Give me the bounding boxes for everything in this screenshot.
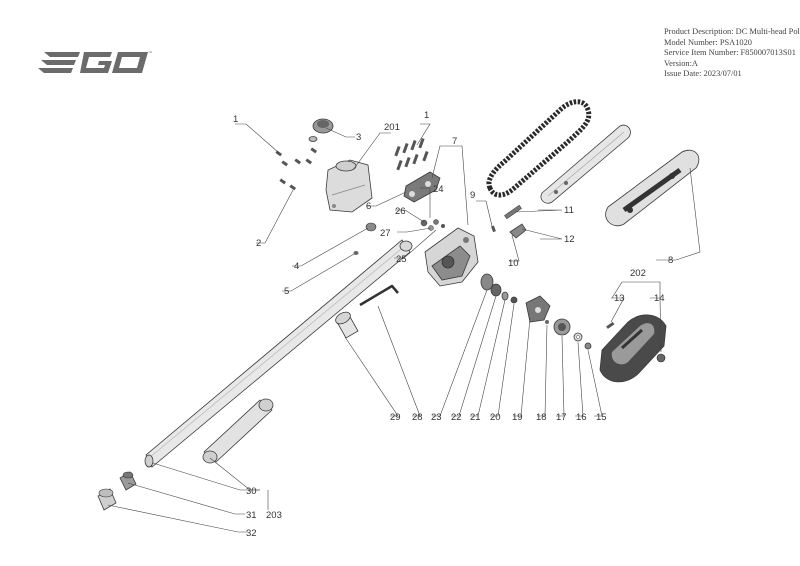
drive-sprocket (545, 318, 571, 336)
callout-5: 5 (284, 286, 289, 297)
callout-1: 1 (233, 114, 238, 125)
callout-19: 19 (512, 412, 523, 423)
callout-14: 14 (654, 293, 665, 304)
callout-18: 18 (536, 412, 547, 423)
guide-bar (540, 124, 631, 204)
side-cover (599, 314, 667, 383)
callout-12: 12 (564, 234, 575, 245)
callout-4: 4 (294, 261, 299, 272)
callout-22: 22 (451, 412, 462, 423)
sprocket-stack (480, 273, 551, 323)
clamp-bracket (403, 171, 441, 203)
callout-31: 31 (246, 510, 257, 521)
cover-fasteners (606, 321, 666, 363)
ego-logo: ™ (38, 50, 152, 73)
saw-chain (486, 99, 592, 198)
callout-30: 30 (246, 486, 257, 497)
callout-13: 13 (614, 293, 625, 304)
callout-labels: 1 1 2 3 4 5 6 7 8 9 10 11 12 13 14 15 16… (233, 110, 673, 539)
oil-cap (308, 118, 334, 142)
callout-27: 27 (380, 228, 391, 239)
gearhead-housing (424, 227, 479, 287)
callout-25: 25 (396, 254, 407, 265)
callout-6: 6 (366, 201, 371, 212)
svg-text:™: ™ (148, 50, 152, 55)
callout-16: 16 (576, 412, 587, 423)
end-cap-small (119, 471, 137, 491)
callout-202: 202 (630, 268, 646, 279)
bar-cover (605, 149, 700, 227)
callout-21: 21 (470, 412, 481, 423)
callout-201: 201 (384, 122, 400, 133)
callout-2: 2 (256, 238, 261, 249)
oil-tank (325, 159, 373, 213)
callout-7: 7 (452, 136, 457, 147)
callout-29: 29 (390, 412, 401, 423)
service-item-number: Service Item Number: F850007013S01 (664, 48, 796, 58)
screws-left (275, 147, 318, 191)
rubber-sleeve (335, 311, 359, 339)
foam-grip (202, 398, 274, 464)
product-description: Product Description: DC Multi-head Pole … (664, 27, 800, 36)
callout-8: 8 (668, 255, 673, 266)
callout-32: 32 (246, 528, 257, 539)
callout-9: 9 (470, 190, 475, 201)
hex-wrench (359, 284, 399, 307)
issue-date: Issue Date: 2023/07/01 (664, 69, 742, 79)
washers (573, 332, 592, 350)
callout-15: 15 (596, 412, 607, 423)
callout-17: 17 (556, 412, 567, 423)
screws-right (394, 137, 429, 171)
callout-28: 28 (412, 412, 423, 423)
tensioner-parts (491, 204, 527, 239)
version: Version:A (664, 58, 698, 68)
callout-11: 11 (564, 205, 574, 216)
callout-24: 24 (433, 184, 444, 195)
callout-10: 10 (508, 258, 519, 269)
pole-tube (144, 239, 413, 468)
callout-3: 3 (356, 132, 361, 143)
model-number: Model Number: PSA1020 (664, 37, 752, 47)
callout-1-b: 1 (424, 110, 429, 121)
end-cap-large (97, 488, 117, 511)
callout-23: 23 (431, 412, 442, 423)
leader-lines (107, 123, 701, 533)
callout-26: 26 (395, 206, 406, 217)
callout-203: 203 (266, 510, 282, 521)
product-info-block: Product Description: DC Multi-head Pole … (664, 27, 800, 80)
callout-20: 20 (490, 412, 501, 423)
